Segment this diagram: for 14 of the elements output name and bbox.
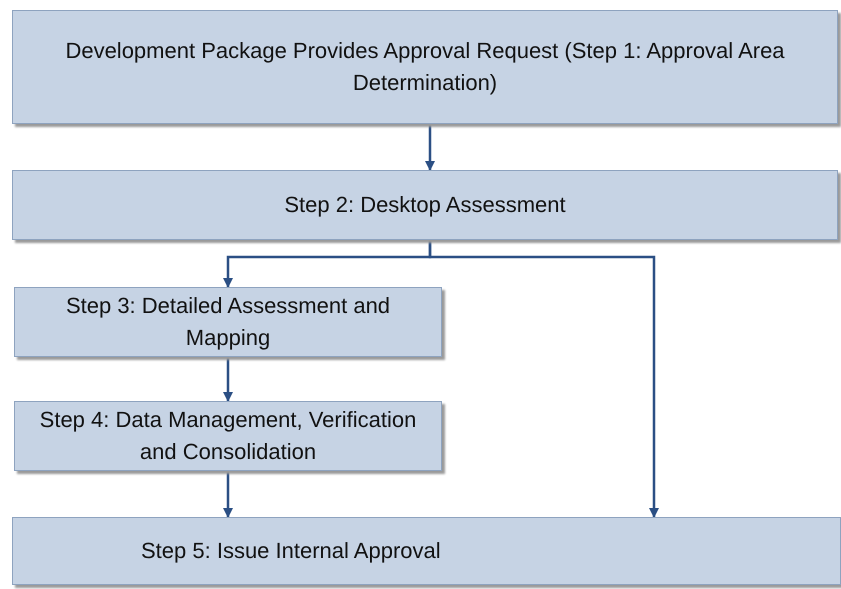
arrow bbox=[223, 357, 233, 402]
arrow bbox=[425, 124, 435, 171]
process-box bbox=[14, 401, 442, 471]
process-box bbox=[12, 10, 838, 124]
arrow bbox=[223, 471, 233, 518]
step-label: Development Package Provides Approval Request (Step 1: Approval Area Determination) bbox=[64, 37, 786, 97]
process-box bbox=[12, 170, 838, 240]
arrow bbox=[428, 240, 659, 518]
step-label: Step 4: Data Management, Verification and Consolidation bbox=[38, 406, 418, 466]
step-label: Step 5: Issue Internal Approval bbox=[141, 537, 441, 566]
process-box bbox=[14, 287, 442, 357]
process-box bbox=[12, 517, 841, 585]
step-label: Step 3: Detailed Assessment and Mapping bbox=[64, 292, 392, 352]
step-label: Step 2: Desktop Assessment bbox=[284, 191, 566, 220]
